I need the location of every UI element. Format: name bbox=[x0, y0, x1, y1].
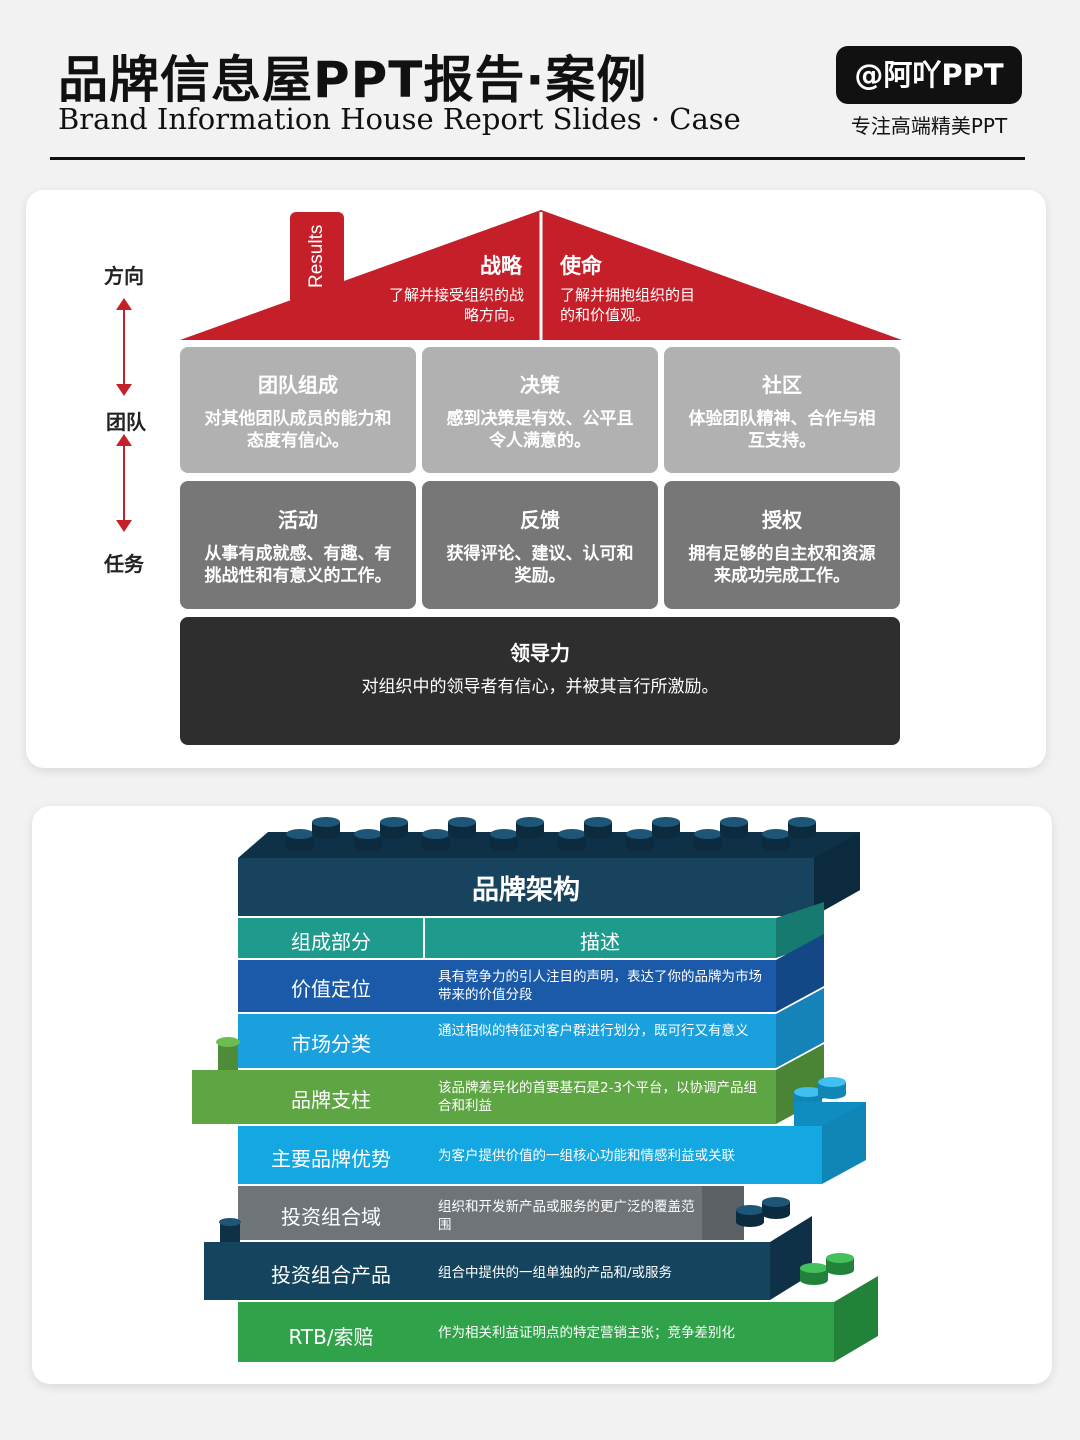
row-label-portfolio-products: 投资组合产品 bbox=[271, 1263, 391, 1287]
cell-desc: 获得评论、建议、认可和奖励。 bbox=[446, 543, 634, 586]
cell-desc: 对其他团队成员的能力和态度有信心。 bbox=[204, 408, 392, 451]
row-label-main-brand-advantages: 主要品牌优势 bbox=[271, 1147, 391, 1171]
header-cell-left bbox=[238, 918, 424, 958]
row-desc-portfolio-domain: 组织和开发新产品或服务的更广泛的覆盖范围 bbox=[438, 1199, 695, 1233]
row-label-brand-pillars: 品牌支柱 bbox=[291, 1088, 371, 1112]
cell-title: 授权 bbox=[762, 507, 802, 532]
house-cell-decision: 决策 感到决策是有效、公平且令人满意的。 bbox=[422, 347, 658, 473]
row-desc-market-classification: 通过相似的特征对客户群进行划分，既可行又有意义 bbox=[438, 1023, 749, 1039]
row-label-market-classification: 市场分类 bbox=[291, 1032, 371, 1056]
cell-title: 活动 bbox=[278, 507, 318, 532]
double-arrow-icon bbox=[116, 298, 132, 532]
side-label-team: 团队 bbox=[106, 410, 146, 434]
side-label-task: 任务 bbox=[104, 552, 144, 576]
row-label-rtb-claims: RTB/索赔 bbox=[288, 1325, 374, 1349]
cell-title: 反馈 bbox=[520, 507, 560, 532]
title-brick-side bbox=[814, 832, 860, 916]
row-label-value-positioning: 价值定位 bbox=[291, 977, 371, 1001]
cell-title: 社区 bbox=[762, 372, 802, 397]
header-component: 组成部分 bbox=[291, 930, 371, 954]
house-cell-empowerment: 授权 拥有足够的自主权和资源来成功完成工作。 bbox=[664, 481, 900, 609]
cell-desc: 感到决策是有效、公平且令人满意的。 bbox=[446, 408, 634, 451]
results-tab bbox=[290, 212, 344, 300]
house-cell-community: 社区 体验团队精神、合作与相互支持。 bbox=[664, 347, 900, 473]
house-cell-team-composition: 团队组成 对其他团队成员的能力和态度有信心。 bbox=[180, 347, 416, 473]
foundation-desc: 对组织中的领导者有信心，并被其言行所激励。 bbox=[361, 677, 719, 697]
row-label-portfolio-domain: 投资组合域 bbox=[281, 1205, 381, 1229]
header-cell-right bbox=[424, 918, 776, 958]
house-foundation-leadership: 领导力 对组织中的领导者有信心，并被其言行所激励。 bbox=[180, 617, 900, 745]
row-desc-portfolio-products: 组合中提供的一组单独的产品和/或服务 bbox=[438, 1265, 673, 1281]
page-title: 品牌信息屋PPT报告·案例 bbox=[58, 51, 648, 109]
roof-desc-mission: 了解并拥抱组织的目的和价值观。 bbox=[560, 286, 696, 324]
title-brick-top bbox=[238, 832, 860, 916]
title-brick-front bbox=[238, 858, 814, 916]
row-desc-value-positioning: 具有竞争力的引人注目的声明，表达了你的品牌为市场带来的价值分段 bbox=[438, 969, 762, 1003]
cell-title: 决策 bbox=[520, 372, 560, 397]
cell-desc: 从事有成就感、有趣、有挑战性和有意义的工作。 bbox=[204, 543, 392, 586]
architecture-title: 品牌架构 bbox=[472, 875, 580, 906]
results-tab-label: Results bbox=[306, 224, 327, 288]
cell-title: 团队组成 bbox=[258, 372, 338, 397]
title-brick-studs bbox=[286, 817, 816, 851]
brand-tagline: 专注高端精美PPT bbox=[850, 114, 1008, 138]
roof-desc-strategy: 了解并接受组织的战略方向。 bbox=[388, 286, 524, 324]
house-roof bbox=[180, 210, 902, 340]
house-cell-feedback: 反馈 获得评论、建议、认可和奖励。 bbox=[422, 481, 658, 609]
roof-title-strategy: 战略 bbox=[480, 254, 522, 278]
side-label-direction: 方向 bbox=[104, 264, 144, 288]
foundation-title: 领导力 bbox=[510, 641, 570, 665]
header-divider bbox=[50, 157, 1025, 160]
row-desc-brand-pillars: 该品牌差异化的首要基石是2-3个平台，以协调产品组合和利益 bbox=[438, 1080, 758, 1114]
page-subtitle: Brand Information House Report Slides · … bbox=[58, 102, 741, 136]
brand-house-card: 方向 团队 任务 Results 战略 了解并接受组织的战略方向。 使命 了解并… bbox=[26, 190, 1046, 768]
roof-title-mission: 使命 bbox=[560, 254, 602, 278]
house-cell-activity: 活动 从事有成就感、有趣、有挑战性和有意义的工作。 bbox=[180, 481, 416, 609]
lego-blocks-illustration bbox=[192, 817, 878, 1362]
row-desc-rtb-claims: 作为相关利益证明点的特定营销主张；竞争差别化 bbox=[438, 1325, 735, 1341]
brand-architecture-card: 品牌架构 组成部分 描述 价值定位 具有竞争力的引人注目的声明，表达了你的品牌为… bbox=[32, 806, 1052, 1384]
cell-desc: 拥有足够的自主权和资源来成功完成工作。 bbox=[688, 543, 876, 586]
page-header: 品牌信息屋PPT报告·案例 Brand Information House Re… bbox=[0, 0, 1080, 170]
cell-desc: 体验团队精神、合作与相互支持。 bbox=[688, 408, 876, 451]
brand-badge: @阿吖PPT bbox=[836, 46, 1022, 104]
row-desc-main-brand-advantages: 为客户提供价值的一组核心功能和情感利益或关联 bbox=[438, 1148, 735, 1164]
header-description: 描述 bbox=[580, 930, 620, 954]
